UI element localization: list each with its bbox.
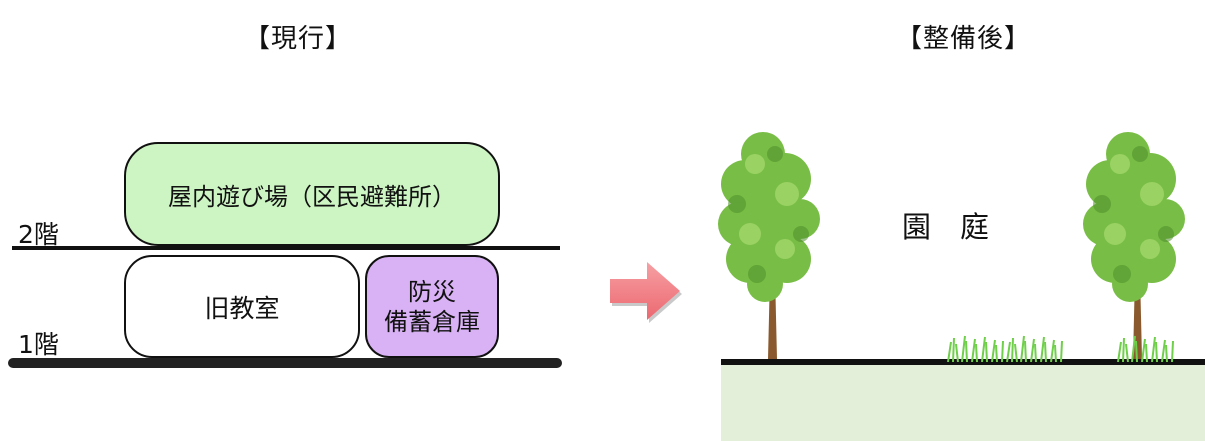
disaster-storage-label-line1: 防災 bbox=[408, 277, 456, 306]
indoor-playground-label: 屋内遊び場（区民避難所） bbox=[168, 182, 456, 211]
tree-icon bbox=[718, 132, 820, 359]
old-classroom-label: 旧教室 bbox=[204, 293, 280, 323]
ground-line bbox=[721, 359, 1205, 365]
right-arrow-icon bbox=[610, 262, 682, 323]
garden-label: 園 庭 bbox=[902, 210, 990, 244]
grass-icon bbox=[1117, 335, 1174, 362]
ground-area bbox=[721, 364, 1205, 441]
after-title: 【整備後】 bbox=[896, 24, 1032, 54]
current-title: 【現行】 bbox=[244, 24, 353, 54]
old-classroom-box: 旧教室 bbox=[124, 255, 360, 358]
grass-icon bbox=[1006, 335, 1063, 362]
tree-icon bbox=[1083, 132, 1185, 359]
floor-2-line bbox=[12, 246, 560, 250]
disaster-storage-box: 防災 備蓄倉庫 bbox=[365, 255, 499, 358]
disaster-storage-label-line2: 備蓄倉庫 bbox=[384, 307, 480, 336]
indoor-playground-box: 屋内遊び場（区民避難所） bbox=[124, 142, 500, 246]
grass-icon bbox=[947, 335, 1004, 362]
floor-1-label: 1階 bbox=[18, 330, 59, 361]
floor-1-line bbox=[8, 358, 562, 368]
